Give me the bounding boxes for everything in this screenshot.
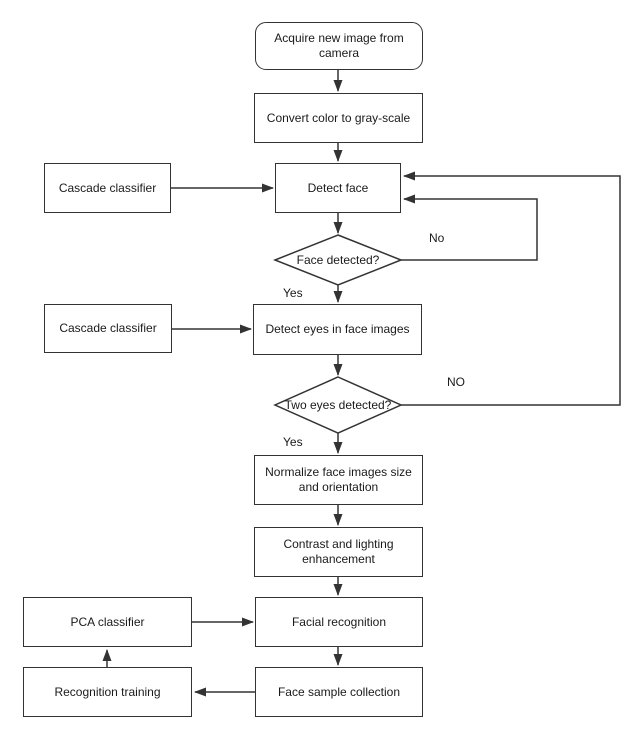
node-detect-face: Detect face: [275, 163, 401, 213]
node-normalize-label: Normalize face images size and orientati…: [265, 465, 412, 494]
node-cascade-classifier-1: Cascade classifier: [44, 163, 171, 213]
node-face-detected-diamond: [272, 234, 404, 286]
node-detect-face-label: Detect face: [307, 180, 369, 195]
node-face-sample-collection-label: Face sample collection: [277, 684, 401, 699]
edge-facedetected-no-loop: [401, 194, 538, 261]
node-pca-classifier-label: PCA classifier: [70, 614, 145, 629]
node-convert-grayscale-label: Convert color to gray-scale: [266, 110, 411, 125]
edge-label-face-detected-no: No: [429, 231, 445, 245]
node-two-eyes-detected-label: Two eyes detected?: [284, 398, 392, 412]
node-face-detected-label: Face detected?: [296, 253, 380, 267]
node-acquire-image: Acquire new image from camera: [255, 22, 423, 70]
edge-twoeyes-no-loop: [401, 171, 621, 406]
node-recognition-training-label: Recognition training: [54, 684, 161, 699]
node-acquire-image-label: Acquire new image from camera: [274, 31, 404, 60]
node-two-eyes-detected-diamond: [273, 376, 403, 434]
node-pca-classifier: PCA classifier: [23, 597, 192, 647]
node-cascade-classifier-2-label: Cascade classifier: [59, 321, 157, 335]
node-cascade-classifier-2: Cascade classifier: [44, 304, 172, 353]
node-facial-recognition-label: Facial recognition: [291, 614, 387, 629]
node-face-sample-collection: Face sample collection: [255, 667, 423, 717]
node-detect-eyes: Detect eyes in face images: [253, 304, 422, 355]
node-normalize: Normalize face images size and orientati…: [254, 455, 423, 505]
node-contrast-enhancement: Contrast and lighting enhancement: [254, 527, 423, 577]
node-recognition-training: Recognition training: [23, 667, 192, 717]
edge-label-two-eyes-yes: Yes: [283, 435, 303, 449]
node-detect-eyes-label: Detect eyes in face images: [265, 322, 410, 336]
node-convert-grayscale: Convert color to gray-scale: [254, 93, 423, 143]
node-cascade-classifier-1-label: Cascade classifier: [58, 180, 157, 195]
node-contrast-enhancement-label: Contrast and lighting enhancement: [283, 537, 394, 566]
node-facial-recognition: Facial recognition: [255, 597, 423, 647]
edge-label-two-eyes-no: NO: [447, 375, 465, 389]
edge-label-face-detected-yes: Yes: [283, 286, 303, 300]
